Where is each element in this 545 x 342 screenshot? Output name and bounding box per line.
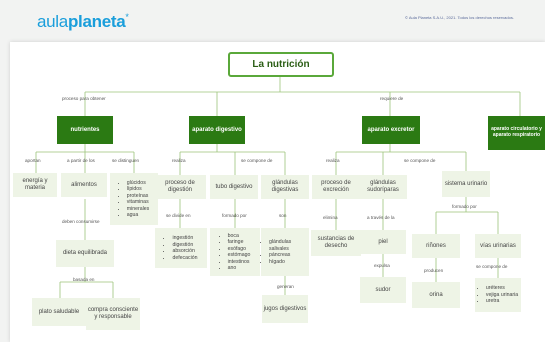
node-nutrientes: nutrientes (57, 116, 113, 144)
node-jugos-digestivos: jugos digestivos (262, 295, 308, 323)
label-se-distinguen: se distinguen (112, 158, 140, 163)
node-aparato-digestivo: aparato digestivo (189, 116, 245, 144)
label-formado-por-urinario: formado por (452, 204, 477, 209)
tubo-list-item: estómago (228, 252, 251, 259)
label-a-partir-de-los: a partir de los (67, 158, 95, 163)
tubo-list-item: intestinos (228, 259, 251, 266)
nutrientes-list-item: glúcidos (127, 180, 150, 187)
label-realiza-digestivo: realiza (172, 158, 186, 163)
node-sistema-urinario: sistema urinario (442, 171, 490, 197)
glandulas-list-item: páncreas (269, 252, 309, 259)
tubo-list-item: esófago (228, 246, 251, 253)
vias-parts-list: uréteresvejiga urinariauretra (478, 285, 518, 305)
digestion-list-item: digestión (172, 242, 197, 249)
label-son: son (279, 213, 287, 218)
glandulas-list-item: glándulas salivales (269, 239, 309, 252)
node-glandulas-list: glándulas salivalespáncreashígado (261, 228, 309, 276)
label-aportan: aportan (25, 158, 41, 163)
node-glandulas-digestivas: glándulas digestivas (261, 175, 309, 199)
node-glandulas-sudoriparas: glándulas sudoríparas (359, 175, 407, 199)
label-expulsa: expulsa (374, 263, 390, 268)
node-alimentos: alimentos (61, 173, 107, 197)
label-generan: generan (277, 284, 294, 289)
node-proceso-digestion: proceso de digestión (154, 175, 206, 199)
vias-list-item: uréteres (486, 285, 518, 292)
node-compra-consciente: compra consciente y responsable (86, 298, 140, 330)
tubo-list-item: ano (228, 265, 251, 272)
nutrientes-list-item: lípidos (127, 186, 150, 193)
node-energia-materia: energía y materia (13, 173, 57, 197)
nutrientes-list-item: minerales (127, 206, 150, 213)
glandulas-list-item: hígado (269, 259, 309, 266)
nutrientes-list-item: vitaminas (127, 199, 150, 206)
aulaplaneta-logo: aulaplaneta* (37, 12, 129, 31)
label-producen: producen (424, 268, 444, 273)
tubo-parts-list: bocafaringeesófagoestómagointestinosano (220, 233, 251, 272)
nutrientes-list-item: agua (127, 212, 150, 219)
tubo-list-item: faringe (228, 239, 251, 246)
nutrientes-list: glúcidoslípidosproteínasvitaminasmineral… (119, 180, 150, 219)
digestion-list-item: ingestión (172, 235, 197, 242)
node-vias-parts: uréteresvejiga urinariauretra (475, 278, 521, 312)
label-a-traves-de-la: a través de la (367, 215, 395, 220)
digestion-list-item: defecación (172, 255, 197, 262)
digestion-steps-list: ingestióndigestiónabsorcióndefecación (164, 235, 197, 261)
label-deben-consumirse: deben consumirse (62, 219, 100, 224)
nutrientes-list-item: proteínas (127, 193, 150, 200)
node-dieta-equilibrada: dieta equilibrada (56, 240, 114, 267)
node-piel: piel (360, 230, 406, 254)
label-realiza-excretor: realiza (326, 158, 340, 163)
node-aparato-excretor: aparato excretor (362, 116, 420, 144)
node-digestion-steps: ingestióndigestiónabsorcióndefecación (155, 228, 207, 268)
node-orina: orina (412, 282, 460, 308)
digestion-list-item: absorción (172, 248, 197, 255)
label-formado-por-tubo: formado por (222, 213, 247, 218)
copyright-text: © Aula Planeta S.A.U., 2021. Todos los d… (405, 15, 514, 20)
label-se-compone-vias: se compone de (476, 264, 508, 269)
node-sudor: sudor (360, 277, 406, 303)
node-plato-saludable: plato saludable (32, 298, 86, 326)
node-rinones: riñones (412, 234, 460, 258)
label-elimina: elimina (323, 215, 338, 220)
label-requiere-de: requiere de (380, 96, 404, 101)
node-nutrientes-list: glúcidoslípidosproteínasvitaminasmineral… (110, 173, 158, 225)
label-basada-en: basada en (73, 277, 95, 282)
node-aparato-circulatorio-respiratorio: aparato circulatorio y aparato respirato… (488, 116, 545, 150)
node-vias-urinarias: vías urinarias (475, 234, 521, 258)
node-tubo-parts: bocafaringeesófagoestómagointestinosano (210, 228, 260, 276)
vias-list-item: uretra (486, 298, 518, 305)
label-se-divide-en: se divide en (166, 213, 191, 218)
label-se-compone-excretor: se compone de (404, 158, 436, 163)
label-se-compone-digestivo: se compone de (241, 158, 273, 163)
vias-list-item: vejiga urinaria (486, 292, 518, 299)
node-proceso-excrecion: proceso de excreción (312, 175, 360, 199)
main-title: La nutrición (228, 52, 334, 77)
node-tubo-digestivo: tubo digestivo (210, 175, 258, 199)
node-sustancias-desecho: sustancias de desecho (311, 230, 361, 256)
glandulas-list: glándulas salivalespáncreashígado (261, 239, 309, 265)
label-proceso-para-obtener: proceso para obtener (62, 96, 106, 101)
tubo-list-item: boca (228, 233, 251, 240)
